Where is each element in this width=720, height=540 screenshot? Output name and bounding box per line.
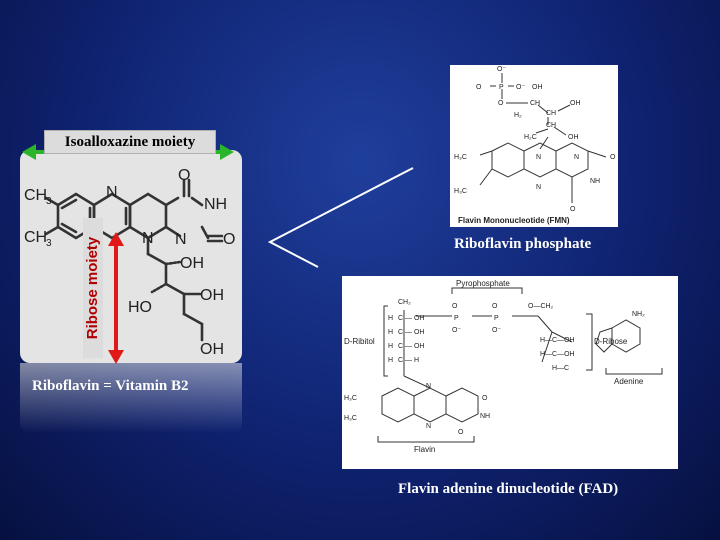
svg-text:P: P bbox=[499, 84, 504, 91]
svg-text:H: H bbox=[388, 329, 393, 336]
svg-text:OH: OH bbox=[568, 134, 579, 141]
fad-flavin-label: Flavin bbox=[414, 445, 435, 454]
svg-text:OH: OH bbox=[570, 100, 581, 107]
svg-text:H₃C: H₃C bbox=[344, 395, 357, 402]
svg-text:CH: CH bbox=[546, 110, 556, 117]
fmn-title: Flavin Mononucleotide (FMN) bbox=[458, 216, 570, 225]
svg-text:OH: OH bbox=[200, 287, 224, 304]
svg-text:NH: NH bbox=[204, 196, 227, 213]
svg-text:H₃C: H₃C bbox=[454, 154, 467, 161]
svg-text:C — OH: C — OH bbox=[398, 315, 424, 322]
svg-text:H₂C: H₂C bbox=[524, 134, 537, 141]
fad-caption: Flavin adenine dinucleotide (FAD) bbox=[398, 481, 619, 497]
svg-text:N: N bbox=[426, 423, 431, 430]
svg-text:O: O bbox=[223, 231, 235, 248]
svg-text:H₃C: H₃C bbox=[454, 188, 467, 195]
fad-adenine-label: Adenine bbox=[614, 377, 644, 386]
svg-text:N: N bbox=[574, 154, 579, 161]
svg-text:H: H bbox=[388, 357, 393, 364]
svg-text:O: O bbox=[452, 303, 458, 310]
svg-text:H—C—OH: H—C—OH bbox=[540, 337, 575, 344]
svg-text:O⁻: O⁻ bbox=[516, 84, 525, 91]
fad-ribose-label: D-Ribose bbox=[594, 337, 628, 346]
structure-reflection bbox=[20, 363, 242, 433]
fad-pyrophosphate-label: Pyrophosphate bbox=[456, 279, 510, 288]
svg-text:O: O bbox=[458, 429, 464, 436]
fad-structure-image: CH₂ H C — OH H C — OH H C — OH H C — H O O P P… bbox=[342, 276, 678, 469]
svg-text:P: P bbox=[494, 315, 499, 322]
svg-text:OH: OH bbox=[180, 255, 204, 272]
svg-text:CH: CH bbox=[546, 122, 556, 129]
svg-text:H₃C: H₃C bbox=[344, 415, 357, 422]
svg-text:N: N bbox=[142, 230, 154, 247]
svg-text:NH: NH bbox=[590, 178, 600, 185]
svg-text:O: O bbox=[178, 167, 190, 184]
isoalloxazine-label: Isoalloxazine moiety bbox=[44, 130, 216, 154]
svg-text:CH: CH bbox=[24, 229, 47, 246]
svg-text:O⁻: O⁻ bbox=[497, 66, 506, 73]
svg-text:O⁻: O⁻ bbox=[492, 327, 501, 334]
svg-text:OH: OH bbox=[200, 341, 224, 358]
svg-text:CH: CH bbox=[530, 100, 540, 107]
svg-text:N: N bbox=[536, 184, 541, 191]
svg-text:C — OH: C — OH bbox=[398, 343, 424, 350]
svg-text:H: H bbox=[388, 315, 393, 322]
svg-text:OH: OH bbox=[532, 84, 543, 91]
svg-text:P: P bbox=[454, 315, 459, 322]
svg-text:CH: CH bbox=[24, 187, 47, 204]
svg-text:N: N bbox=[175, 231, 187, 248]
svg-text:O: O bbox=[476, 84, 482, 91]
svg-text:HO: HO bbox=[128, 299, 152, 316]
svg-text:CH₂: CH₂ bbox=[398, 299, 411, 306]
pointer-lines bbox=[267, 167, 414, 268]
svg-text:NH: NH bbox=[480, 413, 490, 420]
svg-text:3: 3 bbox=[46, 238, 52, 249]
svg-text:H: H bbox=[388, 343, 393, 350]
svg-text:C — H: C — H bbox=[398, 357, 419, 364]
svg-text:3: 3 bbox=[46, 196, 52, 207]
svg-text:O: O bbox=[610, 154, 616, 161]
svg-text:N: N bbox=[426, 383, 431, 390]
svg-text:N: N bbox=[536, 154, 541, 161]
ribose-span-arrow bbox=[108, 232, 124, 364]
ribose-label: Ribose moiety bbox=[83, 218, 103, 358]
fmn-structure-image: O⁻ O P O⁻ OH O CH OH H₂ CH CH H₂C OH H₃C… bbox=[450, 65, 618, 227]
riboflavin-phosphate-caption: Riboflavin phosphate bbox=[454, 236, 592, 252]
svg-text:NH₂: NH₂ bbox=[632, 311, 645, 318]
svg-text:O: O bbox=[492, 303, 498, 310]
svg-text:H₂: H₂ bbox=[514, 112, 522, 119]
riboflavin-molecule-drawing: CH3 CH3 N N O NH N O OH OH HO OH bbox=[24, 167, 235, 358]
fad-ribitol-label: D-Ribitol bbox=[344, 337, 375, 346]
svg-text:C — OH: C — OH bbox=[398, 329, 424, 336]
svg-text:N: N bbox=[106, 184, 118, 201]
svg-text:O: O bbox=[482, 395, 488, 402]
svg-text:H—C: H—C bbox=[552, 365, 569, 372]
svg-text:O—CH₂: O—CH₂ bbox=[528, 303, 554, 310]
svg-text:H—C—OH: H—C—OH bbox=[540, 351, 575, 358]
svg-text:O: O bbox=[498, 100, 504, 107]
svg-text:O⁻: O⁻ bbox=[452, 327, 461, 334]
riboflavin-caption: Riboflavin = Vitamin B2 bbox=[32, 378, 189, 394]
svg-text:O: O bbox=[570, 206, 576, 213]
